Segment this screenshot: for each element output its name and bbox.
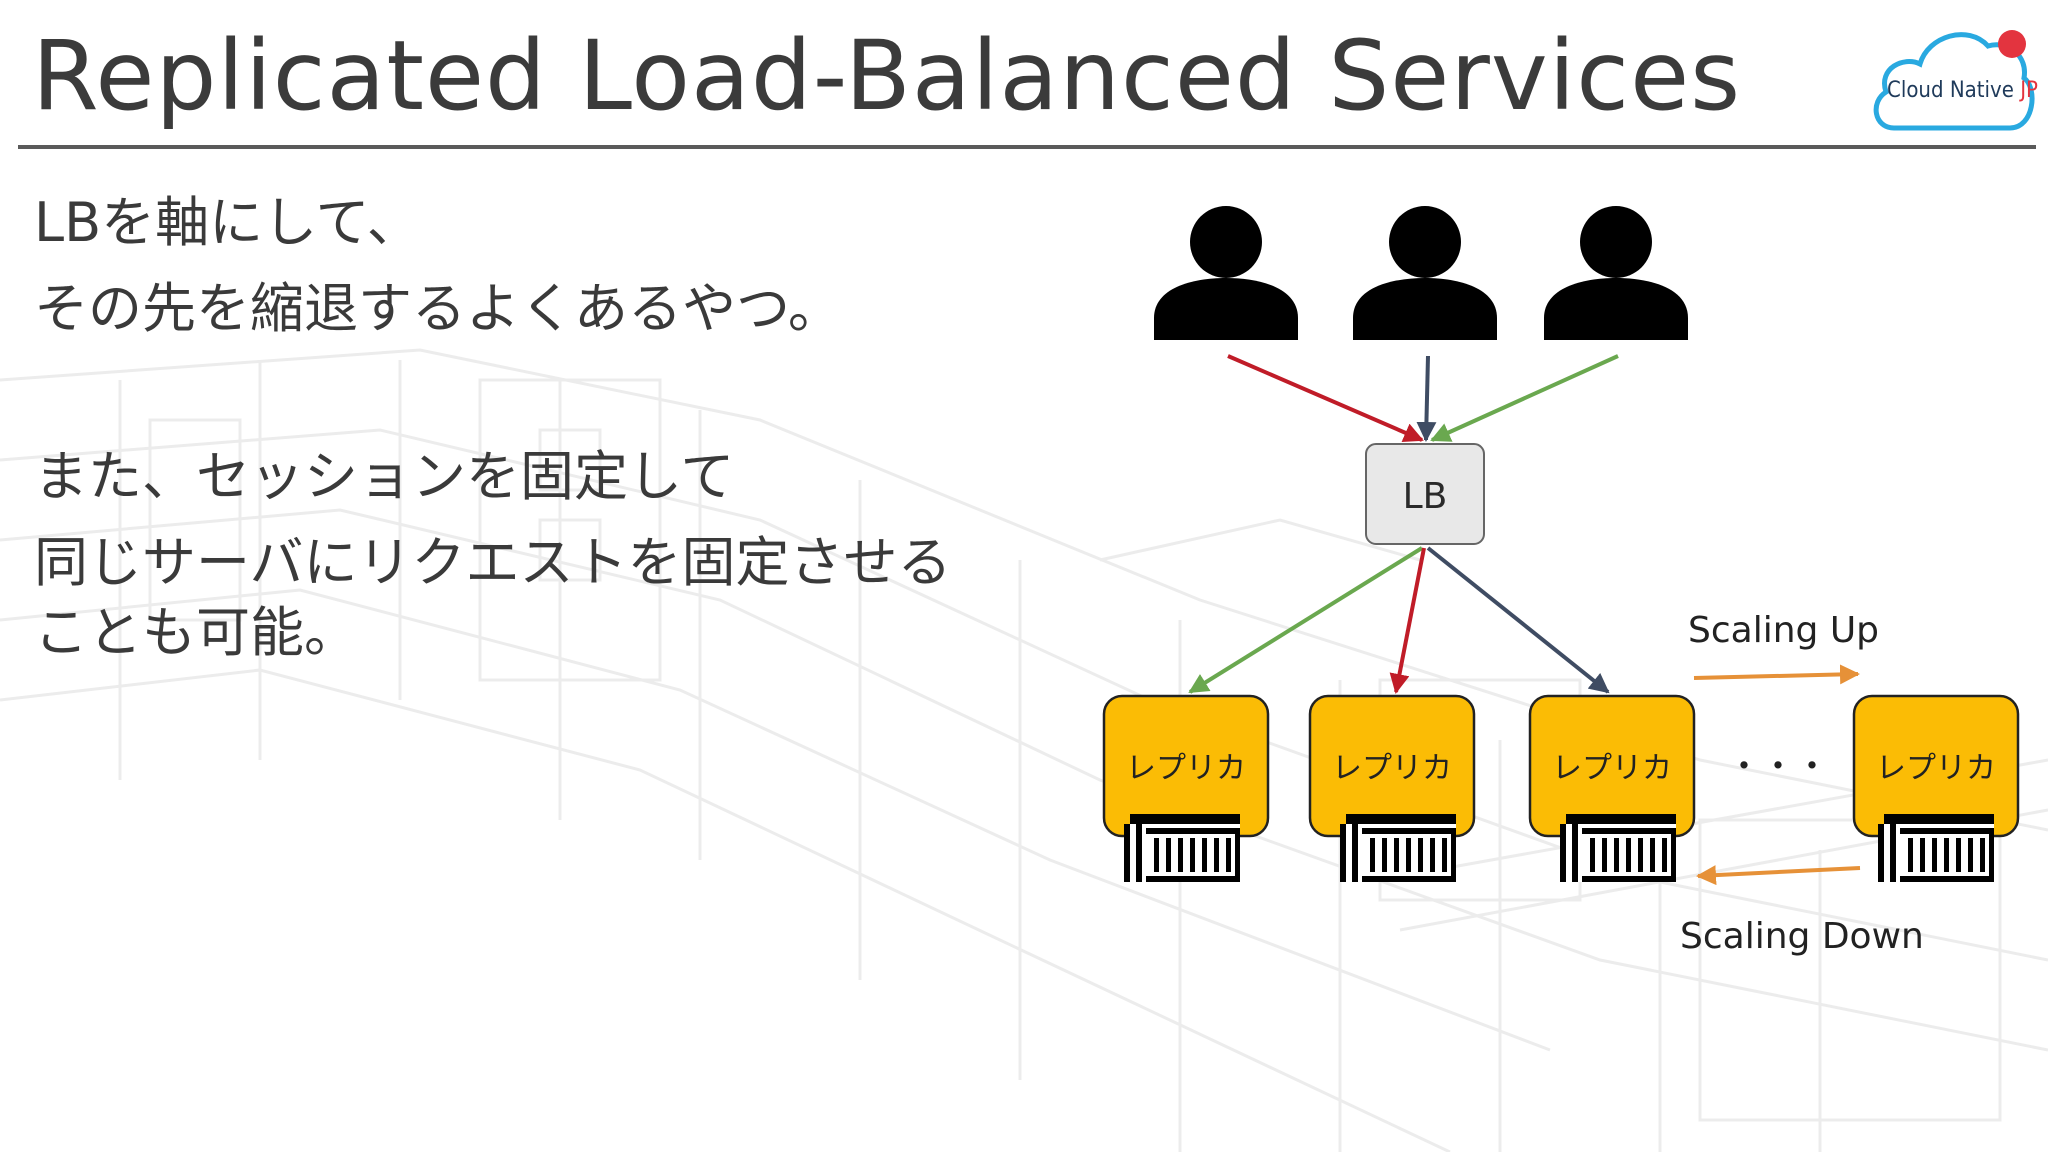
logo-text: Cloud Native JP [1887, 78, 2038, 103]
replica-node: レプリカ [1308, 694, 1476, 838]
body-text-line-2: その先を縮退するよくあるやつ。 [34, 277, 842, 340]
replica-node: レプリカ [1852, 694, 2020, 838]
body-text-line-4: 同じサーバにリクエストを固定させる [34, 531, 952, 594]
replica-label: レプリカ [1126, 751, 1246, 786]
replica-node: レプリカ [1102, 694, 1270, 838]
lb-node: LB [1365, 443, 1485, 545]
page-title: Replicated Load-Balanced Services [32, 20, 1742, 132]
user-icon [1353, 206, 1497, 340]
user-icon [1544, 206, 1688, 340]
user-icon [1154, 206, 1298, 340]
replica-label: レプリカ [1332, 751, 1452, 786]
scaling-up-arrow [1693, 664, 1860, 685]
ellipsis: ・・・ [1727, 747, 1829, 787]
body-text-line-5: ことも可能。 [34, 601, 358, 664]
arrow-lb-to-replica-3 [1426, 546, 1610, 694]
arrow-lb-to-replica-2 [1389, 547, 1426, 694]
container-icon [1560, 814, 1676, 882]
lb-label: LB [1403, 476, 1448, 517]
container-icon [1878, 814, 1994, 882]
cloud-native-jp-logo [1873, 30, 2035, 131]
scaling-up-label: Scaling Up [1688, 610, 1879, 651]
container-icon [1340, 814, 1456, 882]
scaling-down-arrow [1696, 865, 1861, 886]
body-text-line-3: また、セッションを固定して [34, 445, 735, 508]
arrow-user1-to-lb [1227, 354, 1424, 443]
container-icon [1124, 814, 1240, 882]
arrow-user2-to-lb [1416, 355, 1437, 442]
title-divider [18, 145, 2036, 149]
replica-node: レプリカ [1528, 694, 1696, 838]
replica-label: レプリカ [1876, 751, 1996, 786]
arrow-user3-to-lb [1430, 354, 1619, 442]
replica-label: レプリカ [1552, 751, 1672, 786]
arrow-lb-to-replica-1 [1188, 546, 1424, 694]
body-text-line-1: LBを軸にして、 [34, 191, 421, 254]
scaling-down-label: Scaling Down [1680, 916, 1924, 957]
